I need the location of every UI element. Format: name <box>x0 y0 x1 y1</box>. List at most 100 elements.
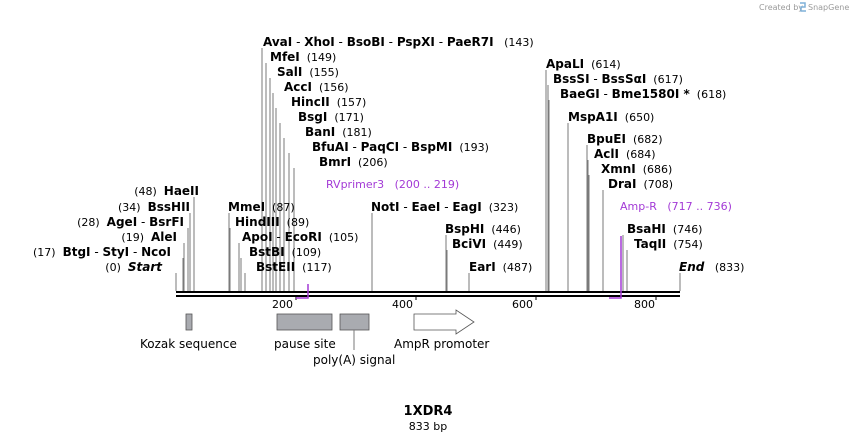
label-segment: BpuEI <box>587 132 626 146</box>
site-label-mmei: MmeI (87) <box>228 200 295 214</box>
label-segment: BanI <box>305 125 335 139</box>
label-segment: (171) <box>327 111 364 124</box>
label-segment: BssSαI <box>602 72 647 86</box>
site-label-bcivi: BciVI (449) <box>452 237 523 251</box>
label-segment: - <box>349 140 361 154</box>
label-segment: AgeI <box>107 215 137 229</box>
label-segment: - <box>292 35 304 49</box>
label-segment: (109) <box>285 246 322 259</box>
site-label-mfei: MfeI (149) <box>270 50 336 64</box>
ruler-label-600: 600 <box>512 298 533 311</box>
label-segment: NotI <box>371 200 400 214</box>
site-label-rvprimer3: RVprimer3 (200 .. 219) <box>326 178 459 191</box>
snapgene-logo-icon <box>800 2 806 12</box>
site-label-taqii: TaqII (754) <box>634 237 703 251</box>
label-segment: StyI <box>102 245 129 259</box>
label-segment: (89) <box>280 216 310 229</box>
label-segment: BciVI <box>452 237 486 251</box>
label-segment: - <box>435 35 447 49</box>
site-label-bstbi: BstBI (109) <box>249 245 321 259</box>
label-segment: HincII <box>291 95 330 109</box>
label-segment: MfeI <box>270 50 300 64</box>
site-label-bsgi: BsgI (171) <box>298 110 364 124</box>
label-segment: HindIII <box>235 215 280 229</box>
label-segment: BtgI <box>63 245 91 259</box>
site-label-bsteii: BstEII (117) <box>256 260 332 274</box>
backbone <box>176 291 680 297</box>
label-segment: Bme1580I * <box>612 87 691 101</box>
site-label-bpuei: BpuEI (682) <box>587 132 663 146</box>
label-segment: (0) <box>105 261 128 274</box>
label-segment: BsgI <box>298 110 327 124</box>
label-segment: - <box>399 140 411 154</box>
label-segment: (105) <box>322 231 359 244</box>
label-segment: EarI <box>469 260 496 274</box>
label-segment: (618) <box>690 88 727 101</box>
pause-site-box <box>276 313 333 331</box>
label-segment: (87) <box>265 201 295 214</box>
label-segment: (708) <box>636 178 673 191</box>
label-segment: BaeGI <box>560 87 600 101</box>
kozak-sequence-label: Kozak sequence <box>140 337 237 351</box>
label-segment: (28) <box>77 216 107 229</box>
pause-site-label: pause site <box>274 337 336 351</box>
site-label-bani: BanI (181) <box>305 125 372 139</box>
site-label-xmni: XmnI (686) <box>601 162 672 176</box>
label-segment: (17) <box>33 246 63 259</box>
primer-markers <box>296 236 622 299</box>
label-segment: (717 .. 736) <box>657 200 732 213</box>
ampr-promoter-arrow <box>413 309 475 335</box>
label-segment: EaeI <box>411 200 440 214</box>
label-segment: (34) <box>118 201 148 214</box>
site-label-17: (17) BtgI - StyI - NcoI <box>33 245 171 259</box>
label-segment: NcoI <box>141 245 171 259</box>
ruler-label-800: 800 <box>634 298 655 311</box>
site-label-apoi: ApoI - EcoRI (105) <box>242 230 358 244</box>
label-segment: (155) <box>302 66 339 79</box>
label-segment: AccI <box>284 80 312 94</box>
site-label-bsphi: BspHI (446) <box>445 222 521 236</box>
label-segment: BsrFI <box>149 215 184 229</box>
label-segment: (446) <box>484 223 521 236</box>
label-segment: - <box>440 200 452 214</box>
label-segment: (617) <box>646 73 683 86</box>
label-segment: BspMI <box>411 140 452 154</box>
polya-signal-label: poly(A) signal <box>313 353 395 367</box>
label-segment: (149) <box>300 51 337 64</box>
label-segment: (614) <box>584 58 621 71</box>
site-label-avai: AvaI - XhoI - BsoBI - PspXI - PaeR7I (14… <box>263 35 534 49</box>
label-segment: BsaHI <box>627 222 666 236</box>
label-segment: - <box>590 72 602 86</box>
label-segment: (206) <box>351 156 388 169</box>
label-segment: (117) <box>295 261 332 274</box>
site-label-48: (48) HaeII <box>134 184 199 198</box>
label-segment: PspXI <box>397 35 435 49</box>
site-label-acci: AccI (156) <box>284 80 349 94</box>
ruler-label-200: 200 <box>272 298 293 311</box>
ruler: 200 400 600 800 <box>272 296 657 311</box>
site-label-bmri: BmrI (206) <box>319 155 388 169</box>
label-segment: BfuAI <box>312 140 349 154</box>
label-segment: End <box>679 260 705 274</box>
site-label-mspa1i: MspA1I (650) <box>568 110 654 124</box>
site-label-bfuai: BfuAI - PaqCI - BspMI (193) <box>312 140 489 154</box>
site-label-bsssi: BssSI - BssSαI (617) <box>553 72 683 86</box>
label-segment: (143) <box>494 36 534 49</box>
site-label-28: (28) AgeI - BsrFI <box>77 215 184 229</box>
label-segment: - <box>91 245 103 259</box>
site-label-hincii: HincII (157) <box>291 95 366 109</box>
site-label-eari: EarI (487) <box>469 260 532 274</box>
label-segment: (323) <box>482 201 519 214</box>
label-segment: (193) <box>452 141 489 154</box>
label-segment: RVprimer3 <box>326 178 384 191</box>
label-segment: BsoBI <box>347 35 385 49</box>
label-segment: (156) <box>312 81 349 94</box>
label-segment: (157) <box>330 96 367 109</box>
label-segment: - <box>137 215 149 229</box>
label-segment: BssHII <box>148 200 190 214</box>
label-segment: (833) <box>704 261 744 274</box>
label-segment: AleI <box>151 230 177 244</box>
label-segment: (487) <box>496 261 533 274</box>
site-label-drai: DraI (708) <box>608 177 673 191</box>
